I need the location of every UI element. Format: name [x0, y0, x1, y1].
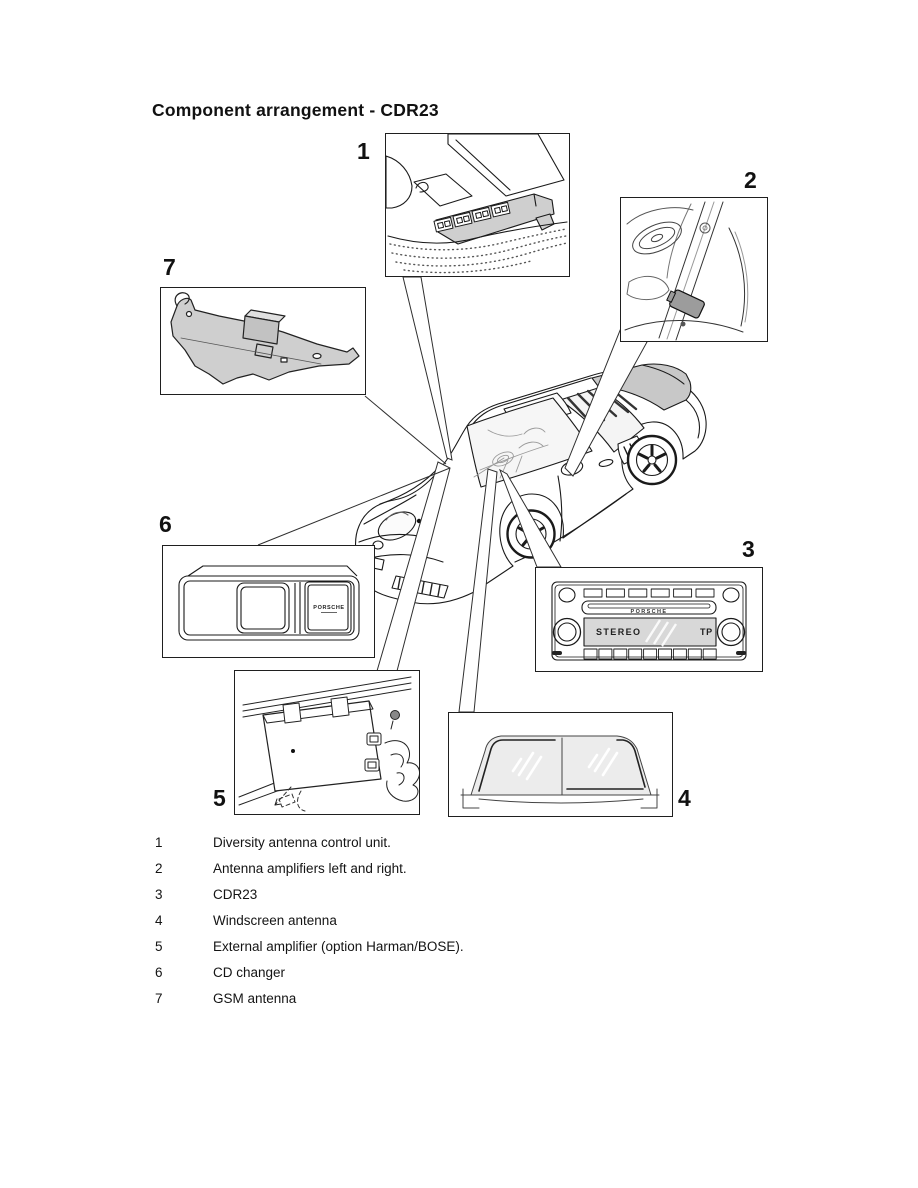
legend-number: 1 [155, 835, 163, 850]
component-box-cdr23-radio: PORSCHE STEREO TP [535, 567, 763, 672]
legend-number: 2 [155, 861, 163, 876]
legend-number: 3 [155, 887, 163, 902]
antenna-amplifier-illustration [624, 201, 749, 341]
radio-brand-text: PORSCHE [631, 609, 668, 615]
windscreen-antenna-illustration [460, 735, 660, 809]
legend-label: CDR23 [213, 887, 258, 902]
component-box-diversity-antenna-unit [385, 133, 570, 277]
leader-lines [257, 276, 648, 713]
legend-row: 5 External amplifier (option Harman/BOSE… [155, 939, 464, 965]
component-box-antenna-amplifiers [620, 197, 768, 342]
cd-changer-illustration: PORSCHE [178, 565, 360, 641]
cdr23-radio-illustration: PORSCHE STEREO TP [551, 581, 747, 661]
callout-number-6: 6 [159, 511, 172, 537]
callout-number-4: 4 [678, 785, 691, 811]
legend-row: 4 Windscreen antenna [155, 913, 464, 939]
radio-display-mode-text: STEREO [596, 627, 641, 637]
callout-number-1: 1 [357, 138, 370, 164]
legend: 1 Diversity antenna control unit. 2 Ante… [155, 835, 464, 1017]
radio-display-tp-text: TP [700, 627, 713, 637]
gsm-antenna-illustration [170, 292, 360, 385]
legend-row: 3 CDR23 [155, 887, 464, 913]
callout-number-7: 7 [163, 254, 176, 280]
legend-label: GSM antenna [213, 991, 297, 1006]
legend-row: 6 CD changer [155, 965, 464, 991]
legend-label: CD changer [213, 965, 286, 980]
legend-number: 7 [155, 991, 163, 1006]
legend-row: 7 GSM antenna [155, 991, 464, 1017]
legend-label: Antenna amplifiers left and right. [213, 861, 407, 876]
diversity-antenna-unit-illustration [386, 134, 568, 274]
component-box-cd-changer: PORSCHE [162, 545, 375, 658]
legend-number: 4 [155, 913, 163, 928]
cd-changer-brand-text: PORSCHE [313, 605, 344, 611]
component-box-external-amplifier [234, 670, 420, 815]
legend-label: External amplifier (option Harman/BOSE). [213, 939, 464, 954]
callout-number-3: 3 [742, 536, 755, 562]
callout-number-2: 2 [744, 167, 757, 193]
page-title: Component arrangement - CDR23 [152, 100, 439, 120]
legend-label: Windscreen antenna [213, 913, 337, 928]
component-box-gsm-antenna [160, 287, 366, 395]
external-amplifier-illustration [238, 676, 419, 812]
legend-number: 5 [155, 939, 163, 954]
component-box-windscreen-antenna [448, 712, 673, 817]
legend-label: Diversity antenna control unit. [213, 835, 391, 850]
callout-number-5: 5 [213, 785, 226, 811]
legend-row: 1 Diversity antenna control unit. [155, 835, 464, 861]
legend-number: 6 [155, 965, 163, 980]
legend-row: 2 Antenna amplifiers left and right. [155, 861, 464, 887]
